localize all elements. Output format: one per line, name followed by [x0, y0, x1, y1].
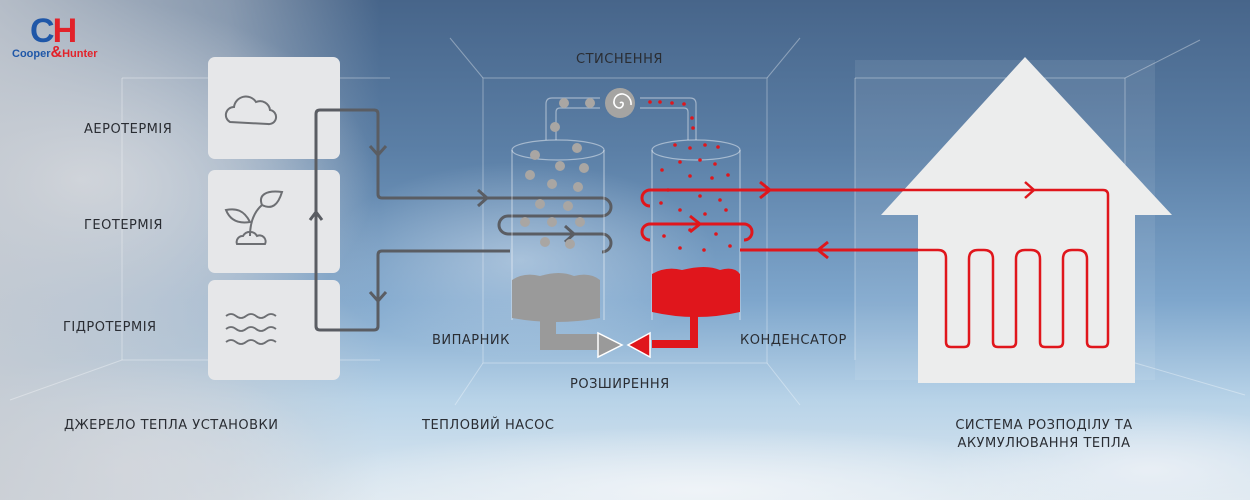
logo-brand-cooper: Cooper [12, 48, 51, 60]
logo-letter-h: H [52, 12, 78, 50]
source-loop-pipes [308, 108, 613, 332]
source-card-aero [208, 57, 340, 159]
logo-brand-hunter: Hunter [62, 48, 98, 60]
cloud-icon [224, 95, 278, 126]
distribution-caption-line2: АКУМУЛЮВАННЯ ТЕПЛА [957, 436, 1131, 451]
evaporator-label: ВИПАРНИК [432, 333, 510, 348]
waves-icon [225, 313, 277, 345]
condenser-label: КОНДЕНСАТОР [740, 333, 847, 348]
source-card-geo [208, 170, 340, 273]
source-card-hydro [208, 280, 340, 380]
distribution-caption-line1: СИСТЕМА РОЗПОДІЛУ ТА [955, 418, 1133, 433]
expansion-valve-icon [597, 331, 651, 359]
source-label-hydro: ГІДРОТЕРМІЯ [63, 320, 157, 335]
source-cards [208, 57, 340, 380]
logo-letter-c: C [30, 12, 55, 50]
source-label-aero: АЕРОТЕРМІЯ [84, 122, 173, 137]
compressor-icon [605, 88, 635, 118]
heat-pump-caption: ТЕПЛОВИЙ НАСОС [422, 418, 555, 433]
expansion-label: РОЗШИРЕННЯ [570, 377, 670, 392]
evaporator [511, 139, 605, 350]
sprout-icon [224, 190, 284, 245]
cooper-hunter-logo: CH Cooper&Hunter [10, 12, 120, 61]
source-caption: ДЖЕРЕЛО ТЕПЛА УСТАНОВКИ [64, 418, 279, 433]
compression-label: СТИСНЕННЯ [576, 52, 663, 67]
underfloor-heating-coil [850, 181, 1110, 349]
condenser [651, 139, 741, 348]
compression-pipe [545, 97, 697, 140]
house-icon [881, 57, 1172, 383]
source-label-geo: ГЕОТЕРМІЯ [84, 218, 163, 233]
logo-ampersand: & [50, 44, 63, 61]
